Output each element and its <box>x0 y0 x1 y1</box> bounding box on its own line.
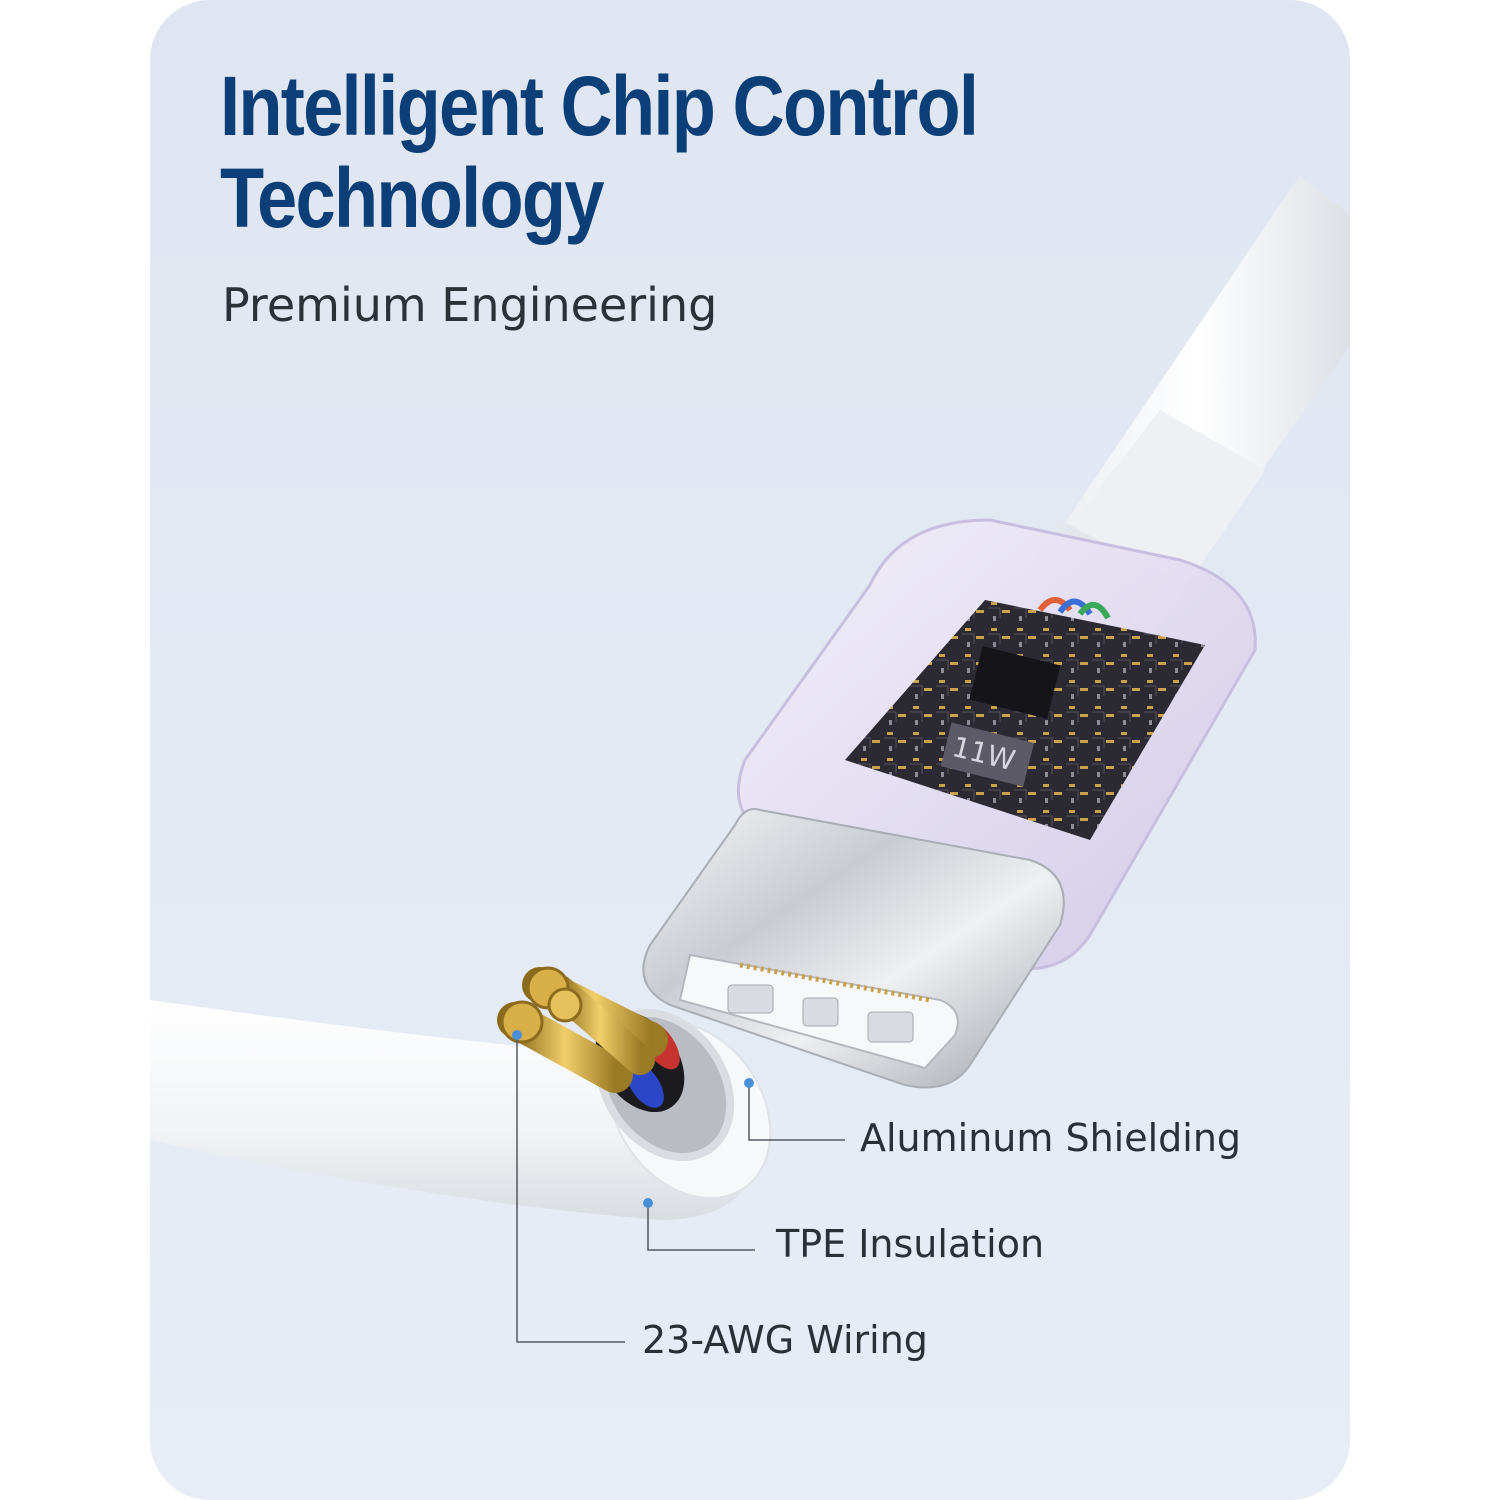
page-title: Intelligent Chip Control Technology <box>220 60 994 244</box>
leader-dot-tpe <box>643 1198 653 1208</box>
leader-tpe <box>647 1203 755 1251</box>
main-chip <box>969 646 1061 719</box>
leader-awg <box>516 1035 625 1343</box>
callout-tpe-insulation: TPE Insulation <box>776 1222 1045 1266</box>
usb-c-plug <box>642 808 1065 1089</box>
title-line-1: Intelligent Chip Control <box>220 59 979 153</box>
callout-leaders <box>516 1035 845 1343</box>
leader-dot-awg <box>512 1030 522 1040</box>
title-line-2: Technology <box>220 151 605 245</box>
circuit-board: 11W <box>845 597 1205 840</box>
power-chip <box>940 722 1035 787</box>
leader-aluminum <box>748 1083 845 1141</box>
copper-wire-bundles <box>497 966 668 1093</box>
callout-awg-wiring: 23-AWG Wiring <box>642 1318 928 1362</box>
lower-cable <box>150 1000 772 1220</box>
callout-aluminum-shielding: Aluminum Shielding <box>860 1116 1242 1160</box>
subtitle: Premium Engineering <box>222 278 718 332</box>
leader-dot-aluminum <box>744 1078 754 1088</box>
